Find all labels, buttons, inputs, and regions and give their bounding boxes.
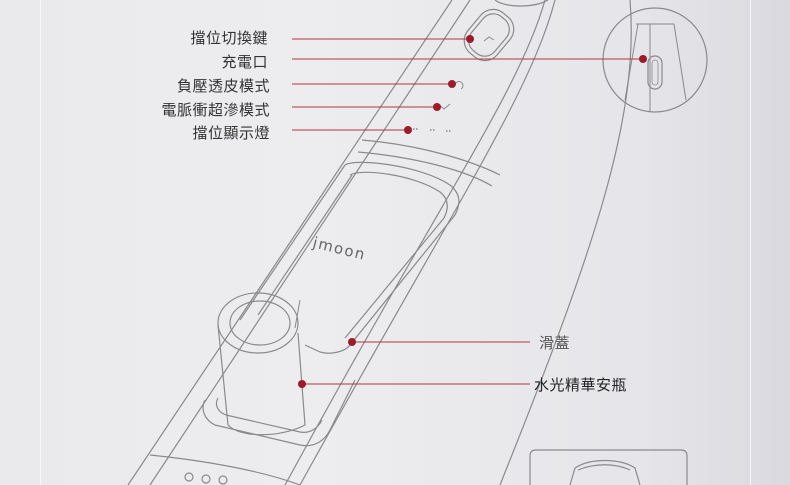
dot-suction-mode xyxy=(448,80,456,88)
level-indicator-lights xyxy=(413,128,452,132)
label-ampoule: 水光精華安瓶 xyxy=(534,376,628,394)
dot-charging-port xyxy=(639,55,647,63)
accessory-box xyxy=(529,449,688,485)
label-sliding-cover: 滑蓋 xyxy=(539,334,571,352)
top-bump xyxy=(494,0,549,7)
sliding-cover xyxy=(304,161,460,354)
usb-c-port-icon xyxy=(647,55,663,90)
device-outer-right-edge xyxy=(499,0,632,485)
charging-port-zoom xyxy=(602,7,708,113)
ampoule-body xyxy=(217,324,306,436)
dot-level-lights xyxy=(404,126,412,134)
bottom-hole-1 xyxy=(184,472,194,482)
label-level-lights: 擋位顯示燈 xyxy=(192,124,270,142)
frame-line-right xyxy=(750,0,751,485)
brand-logo: jmoon xyxy=(310,233,368,264)
ampoule-well xyxy=(202,379,356,447)
device-outer-left-edge xyxy=(127,0,453,485)
label-charging-port: 充電口 xyxy=(221,53,268,71)
suction-mode-icon xyxy=(454,81,464,90)
dot-ampoule xyxy=(298,380,306,388)
device-right-edge-2 xyxy=(284,0,546,485)
mode-switch-button xyxy=(463,8,515,62)
ampoule-top xyxy=(217,292,299,354)
label-mode-switch: 擋位切換鍵 xyxy=(190,29,268,47)
label-suction-mode: 負壓透皮模式 xyxy=(176,77,270,95)
label-ems-mode: 電脈衝超滲模式 xyxy=(161,101,270,119)
accessory-icon xyxy=(569,459,641,485)
device-right-edge-3 xyxy=(299,0,556,485)
dot-ems-mode xyxy=(433,103,441,111)
dot-mode-switch xyxy=(466,35,474,43)
bottom-hole-2 xyxy=(201,474,211,484)
dot-sliding-cover xyxy=(348,338,356,346)
frame-line-left xyxy=(40,0,41,485)
bottom-hole-3 xyxy=(218,475,228,485)
